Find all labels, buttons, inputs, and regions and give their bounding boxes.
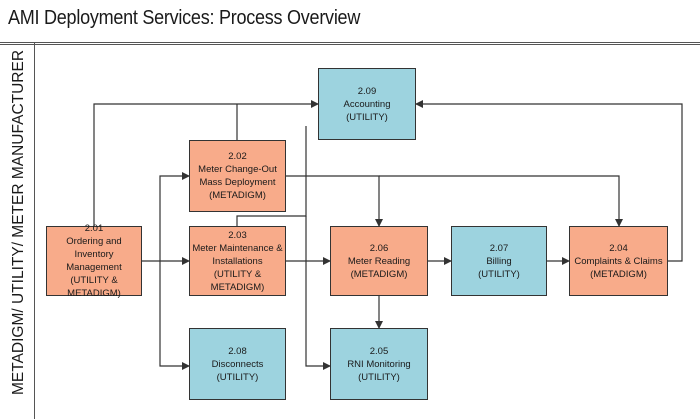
connector-2.01-to-2.02 [159,172,190,261]
connector-2.01-to-2.08 [159,261,190,370]
connector-2.04-to-2.09 [415,100,683,262]
connector-bus-to-2.05 [305,216,331,370]
connector-2.01-to-2.09 [93,100,319,226]
connector-2.03-to-2.09 [236,126,307,226]
page-title: AMI Deployment Services: Process Overvie… [8,6,361,29]
header-divider-secondary [0,44,700,45]
connector-2.02-to-2.04 [379,175,623,227]
header-divider [0,42,700,43]
swimlane-divider [34,42,35,419]
connector-2.02-to-2.06 [286,175,383,227]
